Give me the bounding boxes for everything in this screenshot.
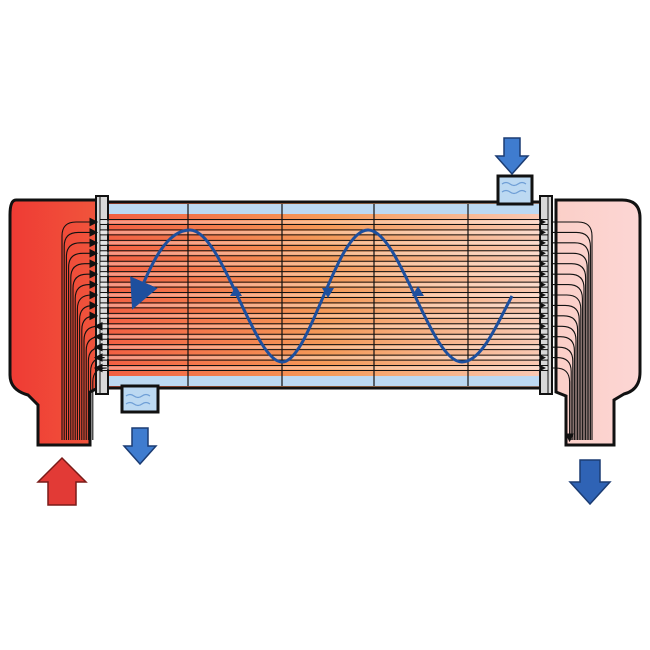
shell-flow-arrow-2: [322, 288, 334, 298]
tube: [100, 344, 548, 351]
outlet-flow-line: [552, 336, 575, 440]
inlet-flow-line: [92, 363, 107, 440]
tube: [100, 312, 548, 319]
tube: [100, 302, 548, 309]
tube-exit-arrowhead: [540, 302, 546, 309]
outlet-flow-line: [552, 367, 574, 443]
tube-exit-arrowhead: [540, 365, 546, 371]
inlet-flow-line: [79, 301, 99, 440]
outlet-flow-line: [552, 221, 593, 440]
tube: [100, 271, 548, 278]
tube: [100, 239, 548, 246]
tube-exit-arrowhead: [540, 219, 546, 225]
tube-exit-arrowhead: [540, 333, 546, 340]
inlet-flow-line: [63, 228, 99, 440]
inlet-flow-line: [83, 321, 103, 440]
shell-outlet-nozzle: [120, 384, 160, 414]
tube: [100, 333, 548, 340]
arrow-down-icon: [568, 459, 612, 506]
arrow-down-icon: [122, 427, 158, 466]
outlet-flow-line: [552, 346, 574, 440]
inlet-flow-line: [74, 280, 99, 440]
inlet-flow-line: [61, 217, 99, 440]
inlet-flow-line: [68, 248, 99, 440]
tube-exit-arrowhead: [540, 354, 546, 361]
inlet-header: [8, 198, 100, 447]
arrow-down-icon: [494, 137, 530, 176]
inlet-flow-line: [81, 311, 99, 440]
inlet-flow-line: [76, 290, 99, 440]
tube-exit-arrowhead: [540, 250, 546, 257]
tube-exit-arrowhead: [540, 323, 546, 330]
outlet-header-flow-lines: [540, 219, 593, 443]
inlet-flow-line: [72, 269, 99, 440]
inlet-flow-line: [85, 332, 103, 440]
shell-flow-arrow-1: [412, 286, 424, 296]
tube-exit-arrowhead: [540, 229, 546, 236]
inlet-flow-line: [90, 353, 105, 440]
tube-exit-arrowhead: [540, 292, 546, 298]
outlet-flow-line: [552, 231, 591, 440]
inlet-flow-line: [87, 342, 103, 440]
baffles: [187, 204, 469, 386]
outlet-flow-line: [552, 242, 590, 440]
shell-inlet-nozzle: [496, 174, 534, 206]
tube: [100, 260, 548, 267]
tube-exit-arrowhead: [540, 344, 546, 351]
shell-inlet-arrow: [494, 137, 530, 176]
tube: [100, 365, 548, 371]
outlet-flow-line: [552, 325, 577, 440]
shell-flow-arrow-3: [230, 286, 242, 296]
outlet-flow-line: [552, 315, 579, 440]
tube-outlet-arrow: [568, 459, 612, 506]
shell-outlet-arrow: [122, 427, 158, 466]
inlet-header-flow-lines: [61, 217, 107, 440]
outlet-flow-line: [552, 273, 585, 440]
tube: [100, 281, 548, 288]
arrow-up-icon: [36, 456, 88, 506]
tube: [100, 323, 548, 330]
tube-exit-arrowhead: [540, 281, 546, 288]
tube-exit-arrowhead: [540, 312, 546, 319]
tube-exit-arrowhead: [540, 239, 546, 246]
tube: [100, 219, 548, 225]
inlet-flow-line: [65, 238, 99, 440]
tube-inlet-arrow: [36, 456, 88, 506]
tube-exit-arrowhead: [540, 271, 546, 278]
inlet-flow-line: [70, 259, 99, 440]
outlet-flow-line: [552, 304, 580, 440]
outlet-flow-line: [552, 284, 583, 440]
outlet-flow-line: [552, 357, 572, 440]
outlet-header: [554, 198, 642, 447]
tube: [100, 250, 548, 257]
outlet-flow-line: [552, 252, 588, 440]
outlet-flow-line: [552, 263, 587, 440]
tube-exit-arrowhead: [540, 260, 546, 267]
tube-bundle: [100, 219, 548, 371]
outlet-flow-line: [552, 294, 582, 440]
